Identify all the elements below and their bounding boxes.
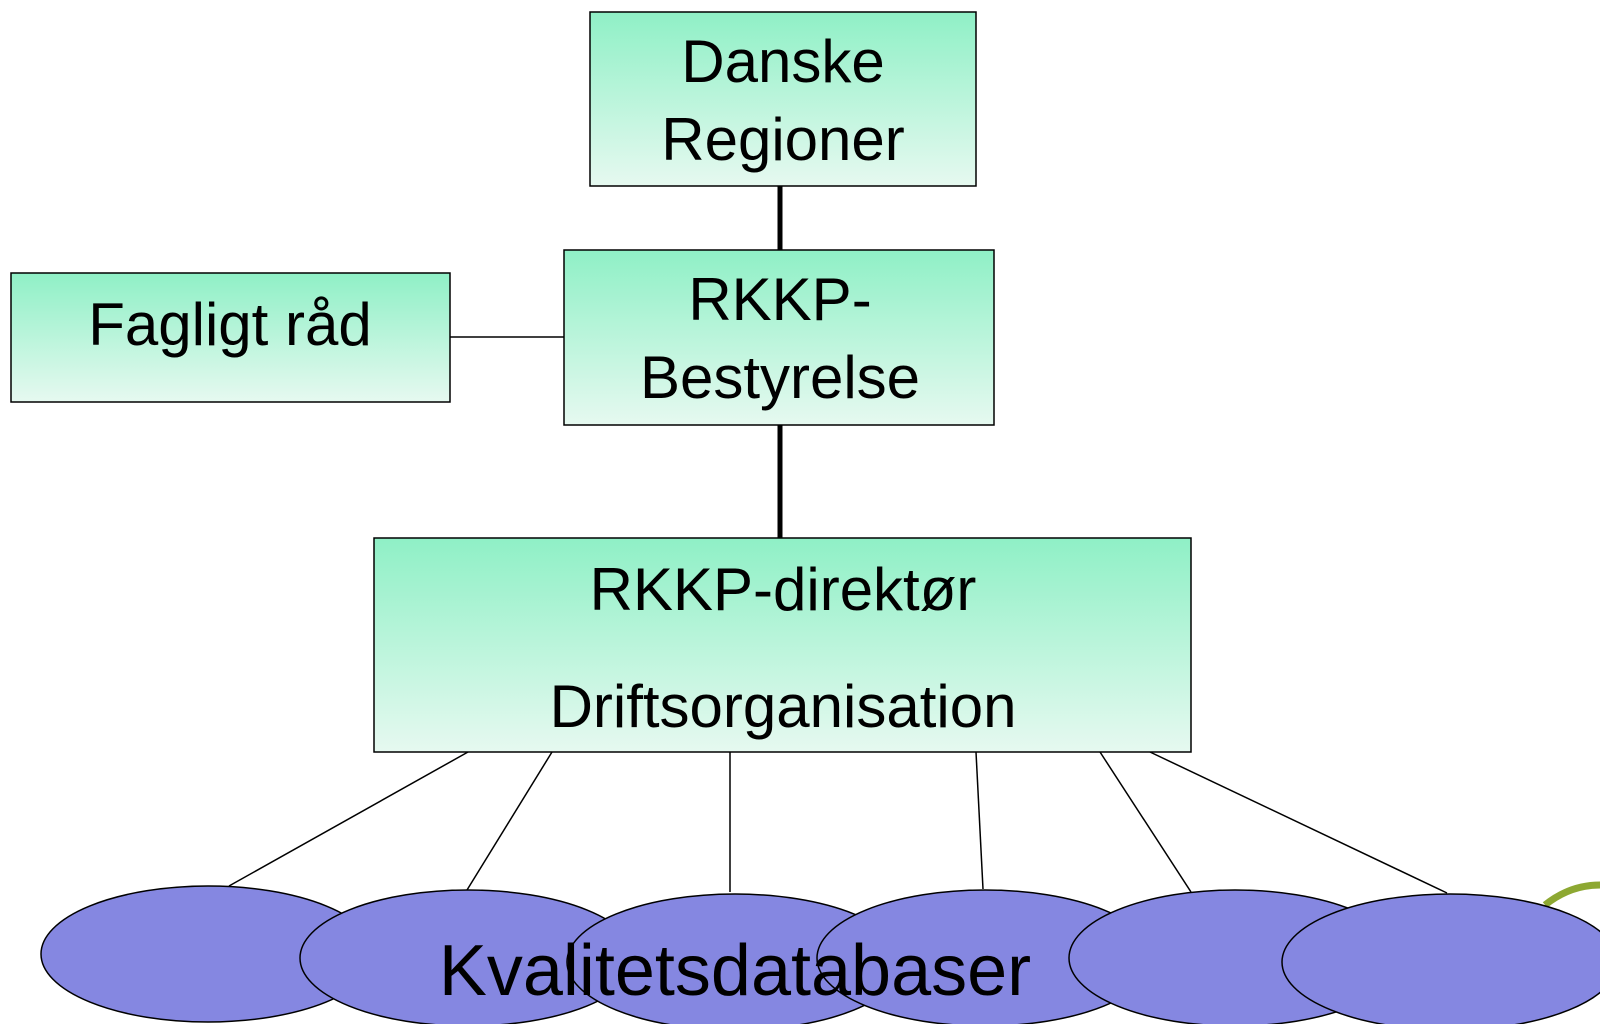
databases-label: Kvalitetsdatabaser [439, 931, 1031, 1011]
node-bestyrelse-box [563, 249, 995, 426]
connector-db-6 [1149, 751, 1448, 894]
node-fagligt-raad-label: Fagligt råd [88, 291, 371, 358]
node-direktoer-line1: RKKP-direktør [590, 556, 977, 623]
node-danske-regioner: Danske Regioner [589, 11, 977, 187]
database-connectors [228, 751, 1448, 894]
node-danske-regioner-line1: Danske [681, 28, 884, 95]
connector-db-4 [975, 751, 984, 890]
node-bestyrelse-line2: Bestyrelse [640, 344, 920, 411]
connector-db-2 [466, 751, 553, 891]
node-fagligt-raad-box [10, 272, 451, 403]
node-direktoer-line2: Driftsorganisation [550, 673, 1017, 740]
node-danske-regioner-line2: Regioner [661, 106, 905, 173]
database-ellipses [40, 885, 1600, 1024]
connector-db-1 [228, 751, 469, 887]
connector-db-5 [1099, 751, 1192, 893]
node-direktoer: RKKP-direktør Driftsorganisation [373, 537, 1192, 753]
node-direktoer-box [373, 537, 1192, 753]
node-danske-regioner-box [589, 11, 977, 187]
node-bestyrelse: RKKP- Bestyrelse [563, 249, 995, 426]
database-ellipse-6 [1281, 893, 1600, 1024]
logo-arc [1542, 881, 1600, 908]
node-fagligt-raad: Fagligt råd [10, 272, 451, 403]
node-bestyrelse-line1: RKKP- [688, 266, 871, 333]
